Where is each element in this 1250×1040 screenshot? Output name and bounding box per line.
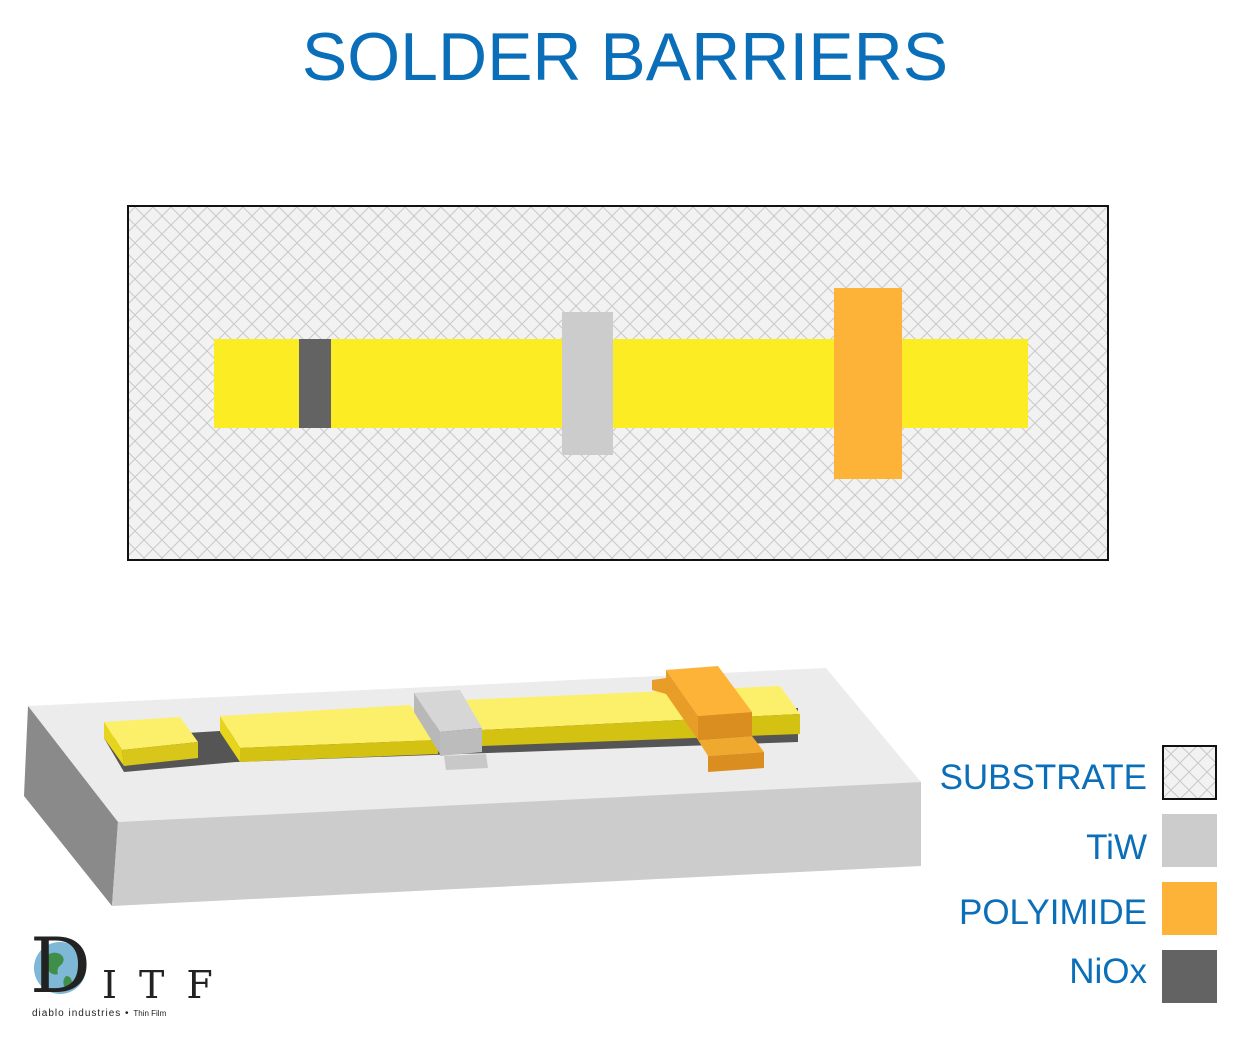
legend-swatch-substrate	[1162, 745, 1217, 800]
iso-trace-top	[220, 705, 438, 748]
iso-tiw-top	[414, 690, 482, 732]
iso-polyimide-foot-front	[708, 752, 764, 772]
top-polyimide-barrier	[834, 288, 902, 479]
top-tiw-barrier	[562, 312, 613, 455]
iso-pad-left-left	[104, 722, 124, 766]
legend-label-niox: NiOx	[1069, 952, 1147, 991]
logo-subtitle: diablo industries • Thin Film	[32, 1008, 166, 1019]
top-niox-barrier	[299, 339, 331, 428]
logo-subtitle-minor: Thin Film	[133, 1009, 167, 1018]
logo-letters: ITF	[102, 963, 235, 1007]
iso-pad-left-top	[104, 717, 198, 750]
iso-tiw-left	[414, 693, 440, 754]
logo-initial: D	[30, 921, 91, 1010]
legend-label-polyimide: POLYIMIDE	[958, 893, 1147, 932]
logo-subtitle-main: diablo industries	[32, 1008, 122, 1019]
iso-tiw-foot	[444, 754, 488, 770]
iso-pad-left-front	[122, 742, 198, 766]
legend-label-substrate: SUBSTRATE	[939, 758, 1147, 797]
ditf-logo: D ITF diablo industries • Thin Film	[22, 921, 222, 1020]
page-title: SOLDER BARRIERS	[301, 19, 949, 95]
iso-polyimide-back-tab	[652, 678, 666, 694]
iso-substrate-front	[112, 782, 921, 906]
logo-subtitle-bullet: •	[125, 1008, 130, 1019]
iso-polyimide-foot-top	[698, 736, 764, 756]
iso-polyimide-left	[666, 670, 698, 740]
legend-swatch-tiw	[1162, 814, 1217, 867]
top-conductor-trace	[214, 339, 1028, 428]
iso-trace-front	[240, 740, 438, 762]
iso-substrate-left	[24, 706, 118, 906]
iso-tiw-front	[440, 728, 482, 756]
iso-polyimide-front	[698, 712, 752, 740]
isometric-view	[24, 666, 921, 906]
legend-swatch-niox	[1162, 950, 1217, 1003]
legend-label-tiw: TiW	[1086, 828, 1147, 867]
iso-polyimide-top	[666, 666, 752, 716]
legend-swatch-polyimide	[1162, 882, 1217, 935]
top-view	[127, 205, 1109, 561]
globe-icon	[34, 942, 86, 994]
iso-trace-left	[220, 716, 240, 762]
